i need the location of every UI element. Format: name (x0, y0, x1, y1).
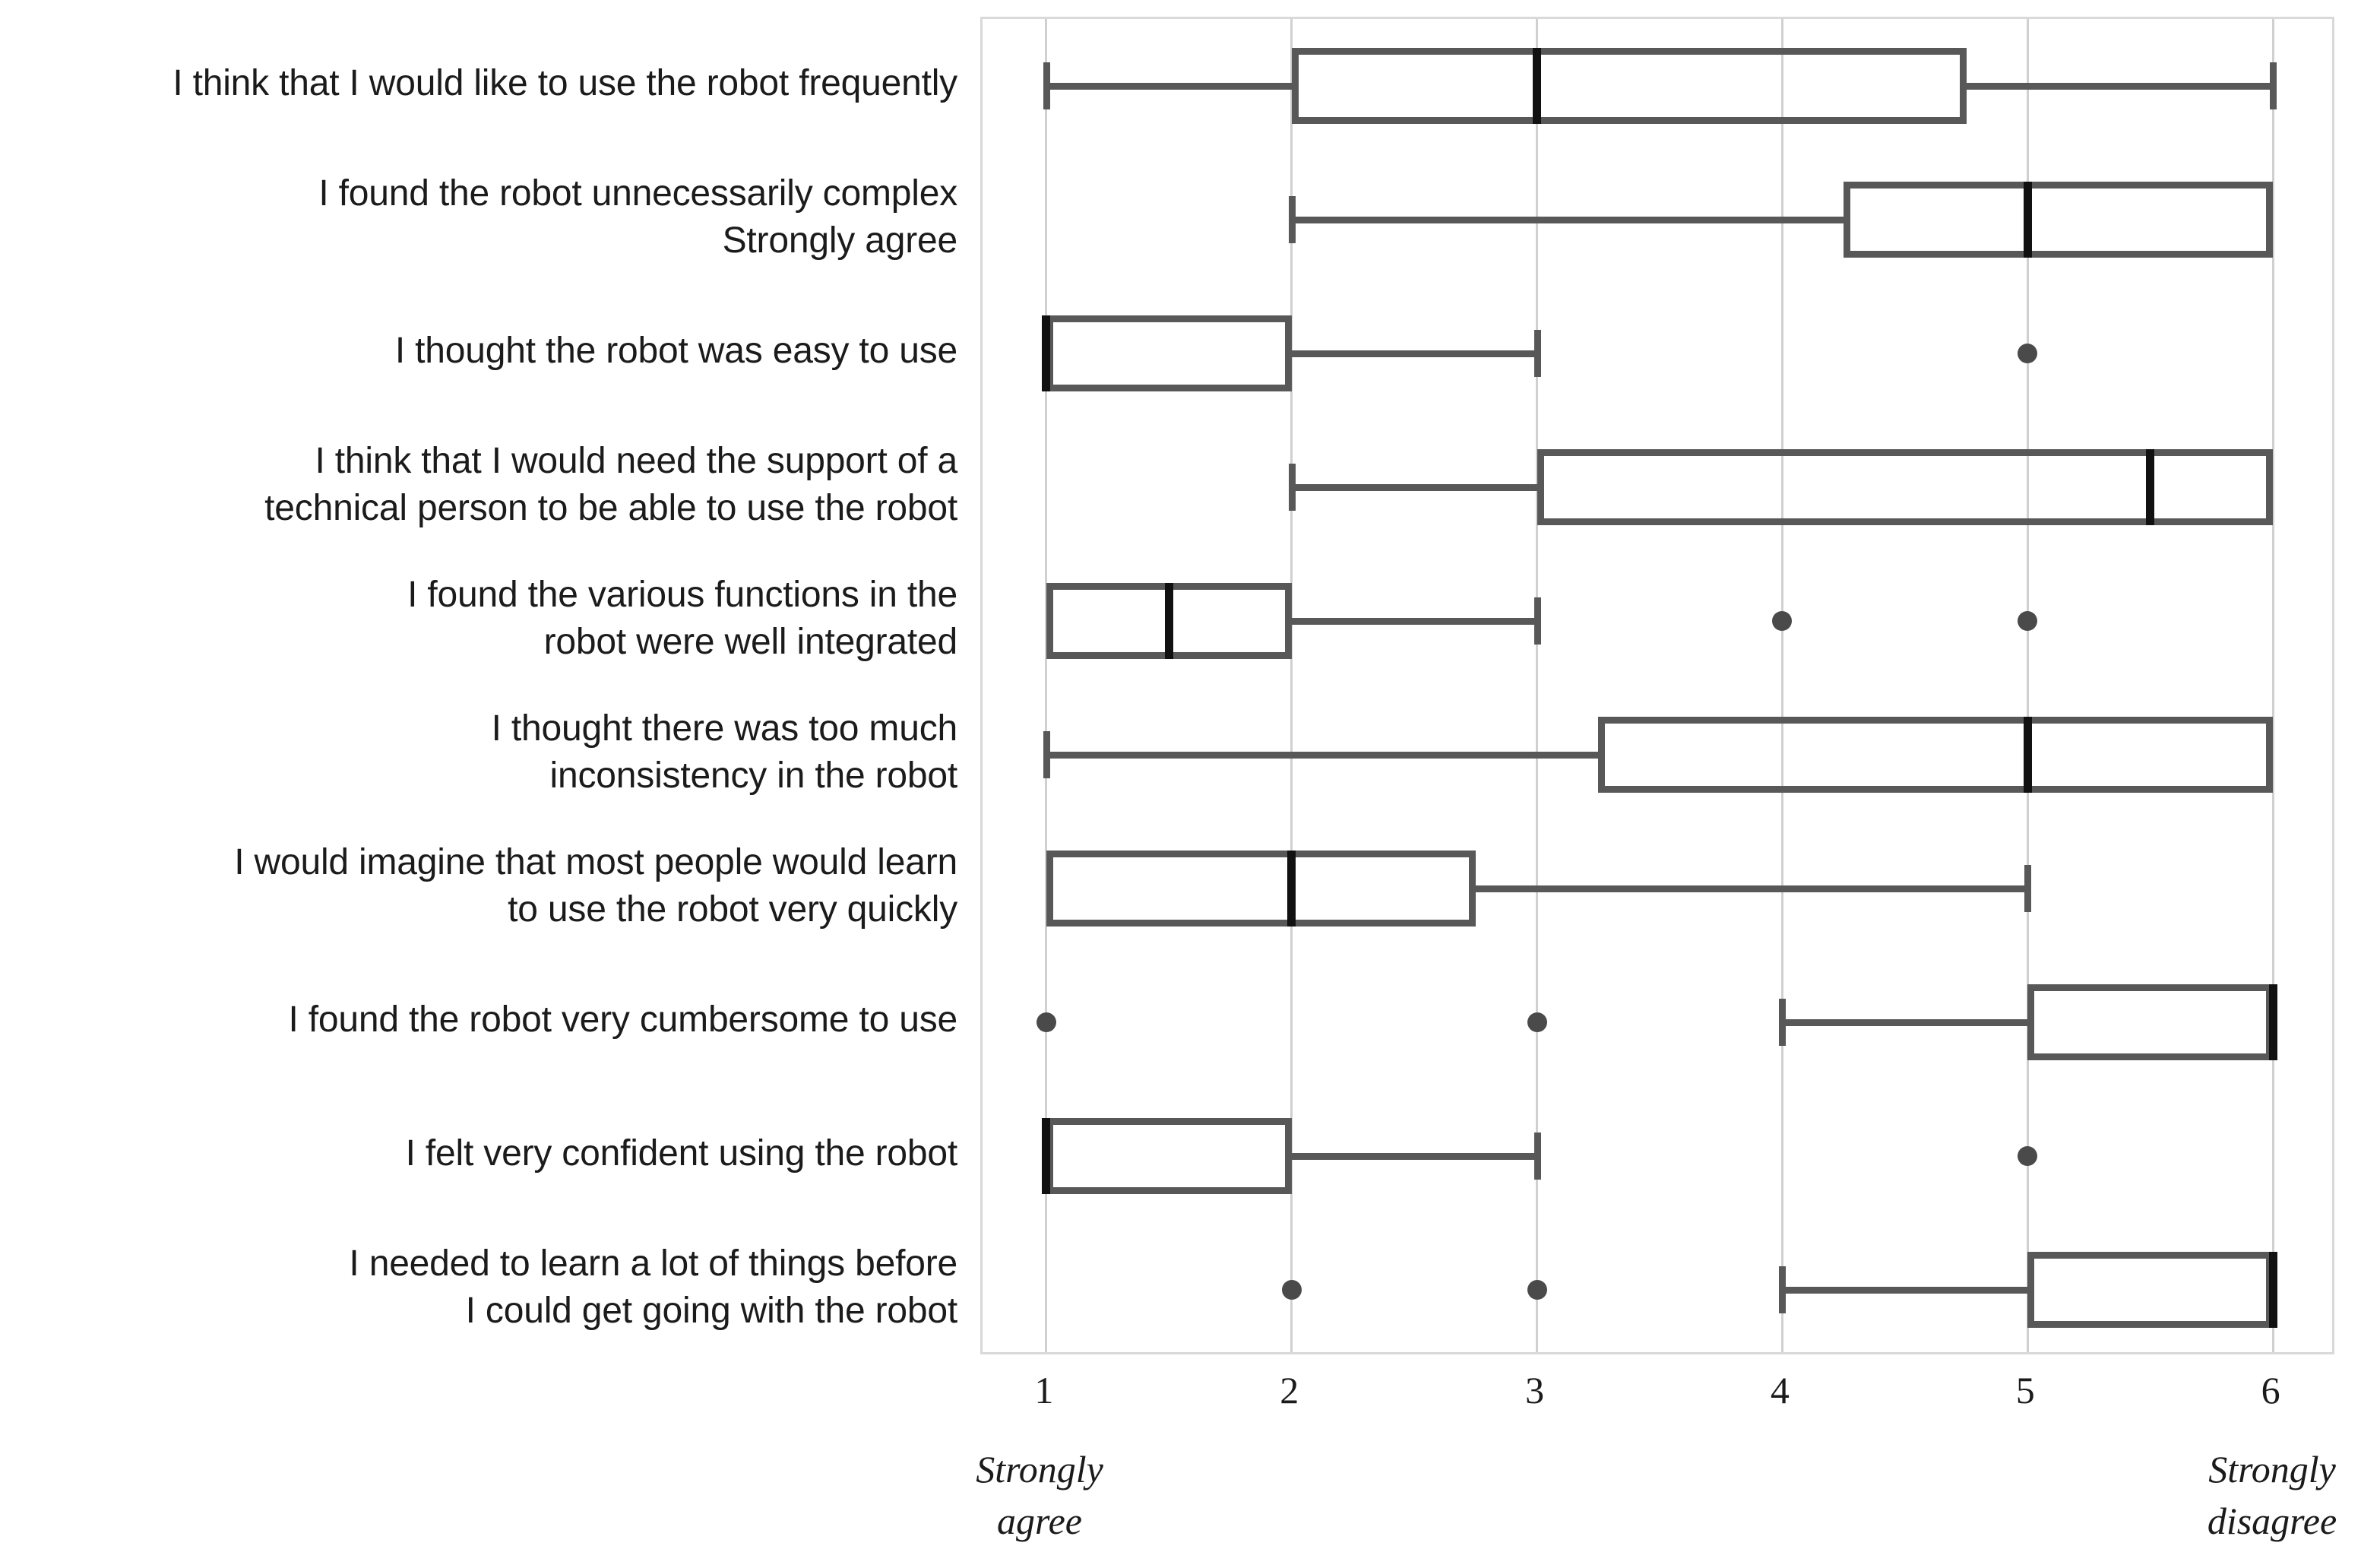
x-tick-label-4: 4 (1770, 1369, 1790, 1411)
scale-anchor-low-label: Strongly agree (976, 1448, 1103, 1542)
box-iqr (2027, 984, 2274, 1061)
whisker-high-cap (1533, 329, 1541, 378)
category-label-0: I think that I would like to use the rob… (172, 63, 957, 103)
category-label-1: I found the robot unnecessarily complex … (318, 173, 957, 261)
whisker-low-line (1291, 484, 1537, 491)
boxplot-row (983, 554, 2332, 688)
category-label-7: I found the robot very cumbersome to use (288, 999, 958, 1040)
box-iqr (1291, 47, 1967, 125)
outlier-point (1527, 1012, 1547, 1032)
whisker-high-line (1966, 83, 2274, 90)
boxplot-row (983, 822, 2332, 955)
category-label-3: I think that I would need the support of… (264, 441, 957, 529)
boxplot-row (983, 688, 2332, 822)
whisker-low-cap (1779, 1265, 1787, 1314)
boxplot-row (983, 153, 2332, 287)
median-line (2268, 984, 2277, 1061)
median-line (1287, 850, 1296, 927)
box-iqr (1046, 315, 1292, 392)
x-tick-label-5: 5 (2015, 1369, 2035, 1411)
x-tick-label-6: 6 (2261, 1369, 2280, 1411)
box-iqr (1046, 850, 1476, 927)
gridline-x-6 (2271, 19, 2274, 1352)
scale-anchor-high-label: Strongly disagree (2207, 1448, 2337, 1542)
whisker-low-line (1046, 83, 1292, 90)
whisker-low-cap (1043, 62, 1050, 110)
box-iqr (1046, 1117, 1292, 1195)
outlier-point (2018, 344, 2038, 363)
whisker-low-cap (1288, 463, 1296, 512)
gridline-x-1 (1045, 19, 1048, 1352)
category-label-column: I think that I would like to use the rob… (0, 0, 980, 1361)
whisker-high-cap (2270, 62, 2277, 110)
median-line (1042, 1117, 1051, 1195)
x-tick-label-3: 3 (1525, 1369, 1545, 1411)
category-label-9: I needed to learn a lot of things before… (349, 1243, 957, 1332)
x-tick-label-2: 2 (1280, 1369, 1299, 1411)
outlier-point (1772, 611, 1793, 631)
median-line (2023, 716, 2032, 794)
boxplot-row (983, 1223, 2332, 1357)
box-iqr (1844, 181, 2274, 258)
median-line (2268, 1251, 2277, 1329)
boxplot-row (983, 19, 2332, 153)
median-line (2023, 181, 2032, 258)
gridline-x-3 (1536, 19, 1539, 1352)
median-line (1042, 315, 1051, 392)
gridline-x-2 (1290, 19, 1293, 1352)
whisker-low-line (1291, 217, 1844, 223)
median-line (1533, 47, 1542, 125)
whisker-high-cap (1533, 1132, 1541, 1180)
outlier-point (2018, 611, 2038, 631)
outlier-point (1527, 1280, 1547, 1300)
box-iqr (1537, 448, 2274, 526)
whisker-low-cap (1288, 195, 1296, 244)
gridline-x-4 (1780, 19, 1783, 1352)
box-iqr (1598, 716, 2274, 794)
x-tick-label-1: 1 (1034, 1369, 1054, 1411)
median-line (2146, 448, 2155, 526)
category-label-6: I would imagine that most people would l… (234, 842, 957, 930)
boxplot-plot-area (980, 17, 2334, 1354)
category-label-2: I thought the robot was easy to use (394, 331, 957, 371)
whisker-low-line (1782, 1287, 2028, 1294)
whisker-high-line (1291, 1153, 1537, 1160)
boxplot-row (983, 1089, 2332, 1223)
outlier-point (1281, 1280, 1302, 1300)
category-label-5: I thought there was too much inconsisten… (491, 708, 958, 797)
gridline-x-5 (2026, 19, 2029, 1352)
category-label-4: I found the various functions in the rob… (407, 575, 957, 663)
box-iqr (2027, 1251, 2274, 1329)
x-axis-tick-labels: 1 2 3 4 5 6 (980, 1368, 2334, 1429)
boxplot-row (983, 955, 2332, 1089)
whisker-low-line (1046, 752, 1599, 759)
median-line (1164, 582, 1173, 660)
outlier-point (1036, 1012, 1056, 1032)
whisker-low-line (1782, 1019, 2028, 1026)
outlier-point (2018, 1146, 2038, 1166)
boxplot-row (983, 287, 2332, 420)
category-label-8: I felt very confident using the robot (405, 1133, 958, 1174)
whisker-low-cap (1779, 998, 1787, 1047)
whisker-high-line (1475, 885, 2028, 892)
whisker-high-line (1291, 618, 1537, 625)
whisker-high-cap (2024, 864, 2032, 913)
whisker-low-cap (1043, 730, 1050, 779)
boxplot-row (983, 420, 2332, 554)
whisker-high-line (1291, 350, 1537, 357)
whisker-high-cap (1533, 597, 1541, 645)
